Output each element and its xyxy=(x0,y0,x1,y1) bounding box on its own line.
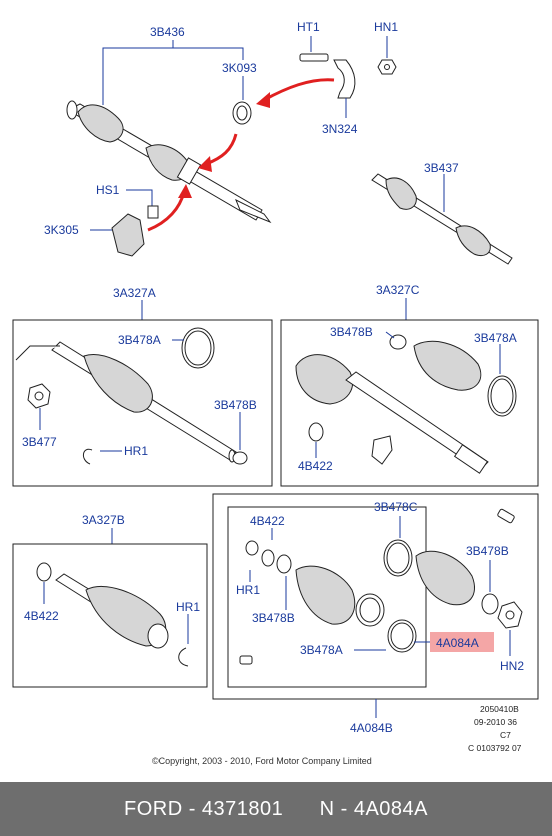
label-3k305: 3K305 xyxy=(44,223,79,237)
label-3b436: 3B436 xyxy=(150,25,185,39)
label-3b478b-a: 3B478B xyxy=(214,398,257,412)
box-3a327a xyxy=(12,319,273,487)
label-3b477: 3B477 xyxy=(22,435,57,449)
clamp-3b478b-c xyxy=(389,334,407,350)
label-hr1-b: HR1 xyxy=(176,600,200,614)
part-number-footer: FORD - 4371801 N - 4A084A xyxy=(0,782,552,836)
kit-parts-drawing xyxy=(239,508,523,665)
label-hr1-k: HR1 xyxy=(236,583,260,597)
shaft-3b436-drawing xyxy=(66,100,272,224)
label-3b478b-c: 3B478B xyxy=(330,325,373,339)
label-3a327c: 3A327C xyxy=(376,283,420,297)
label-4b422-b: 4B422 xyxy=(24,609,59,623)
label-hn1: HN1 xyxy=(374,20,398,34)
label-4a084a: 4A084A xyxy=(436,636,479,650)
label-4b422-k: 4B422 xyxy=(250,514,285,528)
box-3a327b xyxy=(12,543,208,688)
assembly-arrows xyxy=(147,78,335,232)
box-4a084a xyxy=(227,506,427,688)
circlip-hr1-b xyxy=(178,647,189,667)
box-3a327c xyxy=(280,319,539,487)
footer-ref: N - 4A084A xyxy=(319,797,429,820)
drawing-info-1: 2050410B xyxy=(480,704,519,714)
spider-part xyxy=(371,435,393,465)
bracket-3k305 xyxy=(111,213,145,257)
label-3b437: 3B437 xyxy=(424,161,459,175)
label-hn2: HN2 xyxy=(500,659,524,673)
label-3b478b-k: 3B478B xyxy=(252,611,295,625)
joint-3a327b-drawing xyxy=(55,573,169,649)
label-4a084b: 4A084B xyxy=(350,721,393,735)
joint-3a327a-drawing xyxy=(15,341,237,463)
drawing-info-2: 09-2010 36 xyxy=(474,717,517,727)
circlip-4b422-c xyxy=(308,422,324,442)
label-hr1-a: HR1 xyxy=(124,444,148,458)
label-3b478a-k: 3B478A xyxy=(300,643,343,657)
clamp-3n324 xyxy=(333,59,356,99)
footer-gap xyxy=(283,798,319,821)
label-3n324: 3N324 xyxy=(322,122,358,136)
bolt-ht1 xyxy=(299,53,329,62)
footer-brand-part: FORD - 4371801 xyxy=(123,797,284,820)
bolt-hs1 xyxy=(147,205,159,219)
label-3b478a-c: 3B478A xyxy=(474,331,517,345)
drawing-info-4: C 0103792 07 xyxy=(468,743,522,753)
parts-diagram: 3B436 HT1 HN1 3N324 3K093 HS1 3K305 3B43… xyxy=(12,20,539,766)
label-hs1: HS1 xyxy=(96,183,120,197)
drawing-info-3: C7 xyxy=(500,730,511,740)
label-3b478b-k2: 3B478B xyxy=(466,544,509,558)
circlip-hr1-a xyxy=(83,448,93,465)
shaft-3b437-drawing xyxy=(371,173,513,265)
joint-3a327c-drawing xyxy=(295,340,489,474)
label-3a327b: 3A327B xyxy=(82,513,125,527)
label-ht1: HT1 xyxy=(297,20,320,34)
highlight-4a084a xyxy=(430,632,494,652)
label-3b478c: 3B478C xyxy=(374,500,418,514)
circlip-4b422-b xyxy=(36,562,52,582)
copyright-text: ©Copyright, 2003 - 2010, Ford Motor Comp… xyxy=(152,756,372,766)
label-3b478a-a: 3B478A xyxy=(118,333,161,347)
label-3a327a: 3A327A xyxy=(113,286,156,300)
label-3k093: 3K093 xyxy=(222,61,257,75)
clamp-3b478b-a xyxy=(232,451,248,465)
label-4b422-c: 4B422 xyxy=(298,459,333,473)
